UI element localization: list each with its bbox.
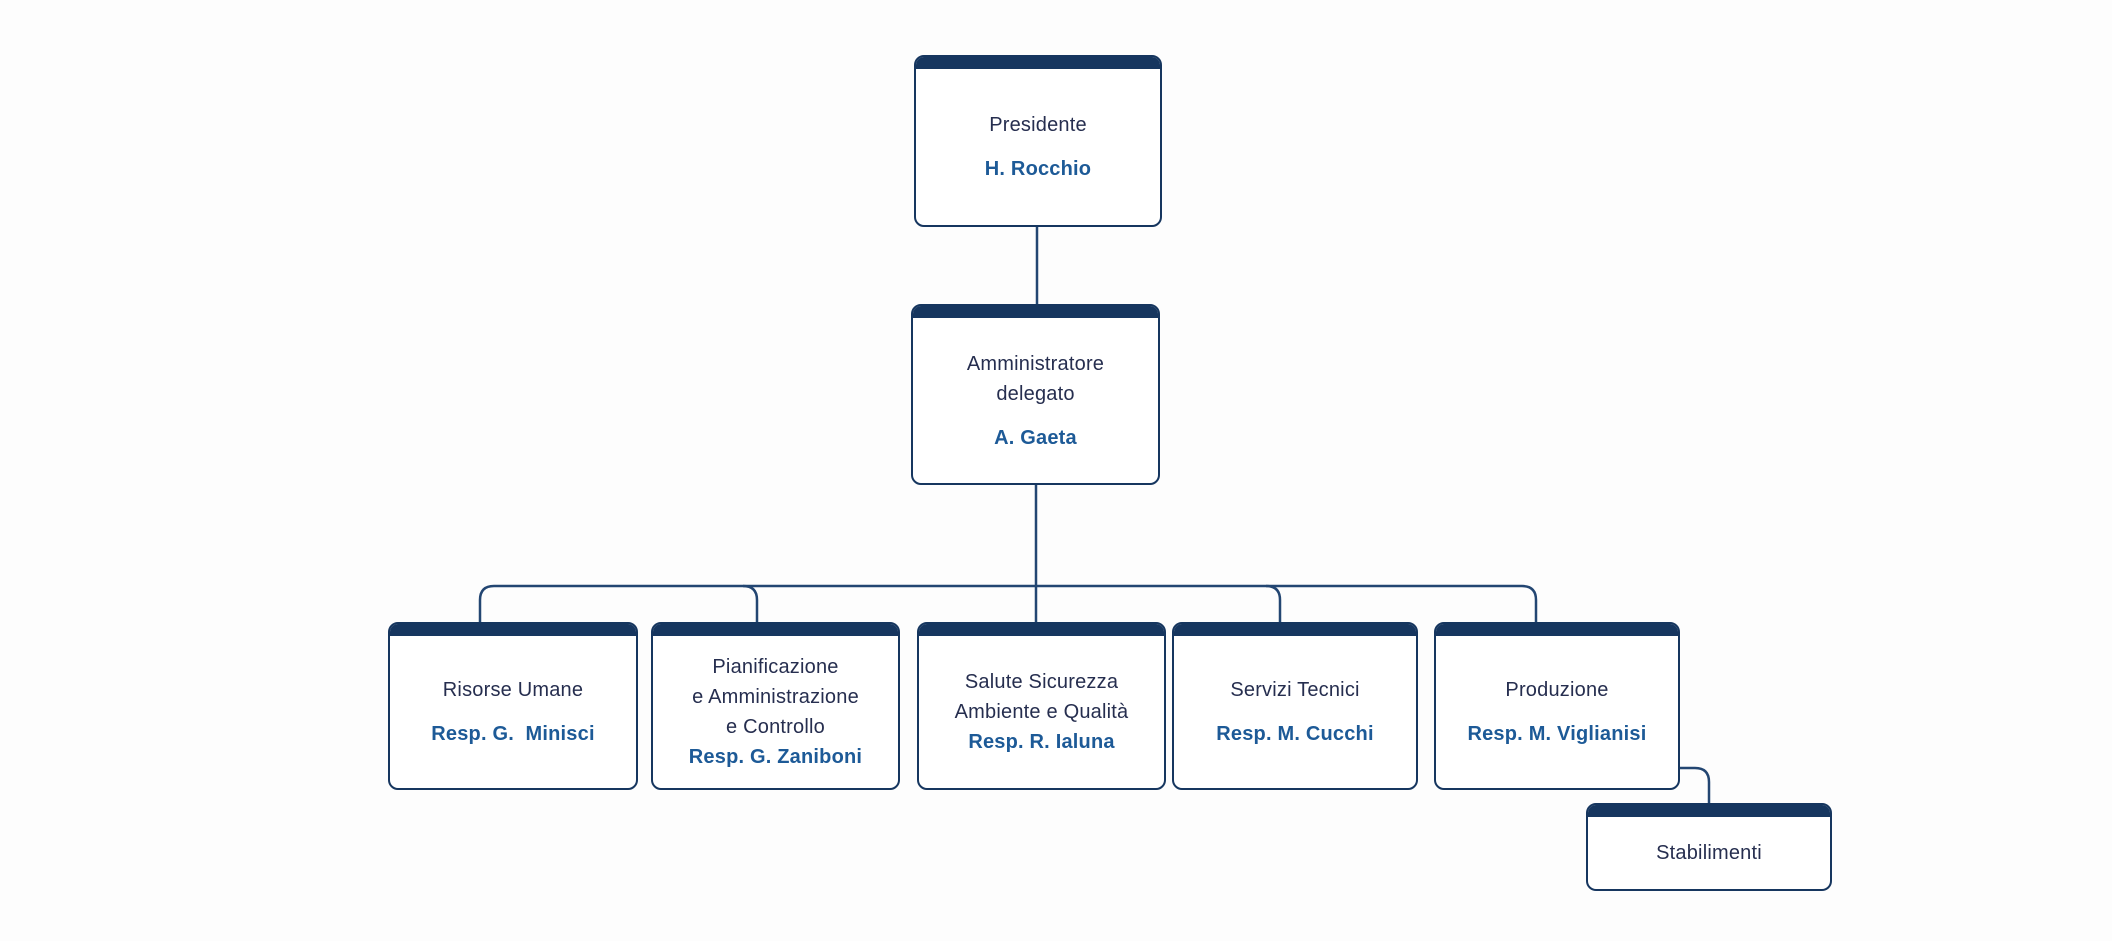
node-person-name: Resp. G. Minisci	[431, 723, 595, 745]
node-title: Presidente	[989, 114, 1087, 136]
org-node-servizi-tecnici: Servizi Tecnici Resp. M. Cucchi	[1172, 622, 1418, 790]
org-node-pianificazione: Pianificazione e Amministrazione e Contr…	[651, 622, 900, 790]
node-body: Risorse Umane Resp. G. Minisci	[390, 636, 636, 788]
connector-trunk	[478, 584, 1538, 622]
node-title: Risorse Umane	[442, 679, 584, 701]
node-header-bar	[1174, 624, 1416, 636]
node-header-bar	[390, 624, 636, 636]
node-title: delegato	[996, 382, 1075, 405]
node-person-name: Resp. M. Viglianisi	[1467, 723, 1647, 745]
org-node-salute-sicurezza: Salute Sicurezza Ambiente e Qualità Resp…	[917, 622, 1166, 790]
connector-drop-pianificazione	[742, 584, 759, 622]
node-header-bar	[653, 624, 898, 636]
node-body: Presidente H. Rocchio	[916, 69, 1160, 225]
node-person-name: Resp. G. Zaniboni	[688, 746, 863, 768]
node-header-bar	[1436, 624, 1678, 636]
node-title: Stabilimenti	[1656, 842, 1762, 864]
node-body: Salute Sicurezza Ambiente e Qualità Resp…	[919, 636, 1164, 788]
org-node-amministratore-delegato: Amministratore delegato A. Gaeta	[911, 304, 1160, 485]
node-person-name: Resp. M. Cucchi	[1216, 723, 1374, 745]
org-node-risorse-umane: Risorse Umane Resp. G. Minisci	[388, 622, 638, 790]
node-title: Ambiente e Qualità	[954, 701, 1129, 723]
org-node-stabilimenti: Stabilimenti	[1586, 803, 1832, 891]
org-node-presidente: Presidente H. Rocchio	[914, 55, 1162, 227]
node-title: Produzione	[1505, 679, 1609, 701]
node-title: Servizi Tecnici	[1230, 679, 1360, 701]
node-title: Salute Sicurezza	[964, 671, 1119, 693]
node-header-bar	[916, 57, 1160, 69]
node-body: Servizi Tecnici Resp. M. Cucchi	[1174, 636, 1416, 788]
node-title: Amministratore	[966, 352, 1105, 375]
connector-produzione-stabilimenti	[1680, 766, 1711, 805]
node-title: e Amministrazione	[692, 686, 859, 708]
node-body: Pianificazione e Amministrazione e Contr…	[653, 636, 898, 788]
node-body: Produzione Resp. M. Viglianisi	[1436, 636, 1678, 788]
node-person-name: A. Gaeta	[994, 426, 1077, 449]
node-body: Stabilimenti	[1588, 817, 1830, 889]
node-person-name: Resp. R. Ialuna	[968, 731, 1115, 753]
node-header-bar	[913, 306, 1158, 318]
node-title: e Controllo	[726, 716, 825, 738]
node-body: Amministratore delegato A. Gaeta	[913, 318, 1158, 483]
org-node-produzione: Produzione Resp. M. Viglianisi	[1434, 622, 1680, 790]
node-header-bar	[919, 624, 1164, 636]
node-person-name: H. Rocchio	[984, 158, 1092, 180]
node-title: Pianificazione	[712, 656, 839, 678]
node-header-bar	[1588, 805, 1830, 817]
connector-drop-servizi	[1265, 584, 1282, 622]
